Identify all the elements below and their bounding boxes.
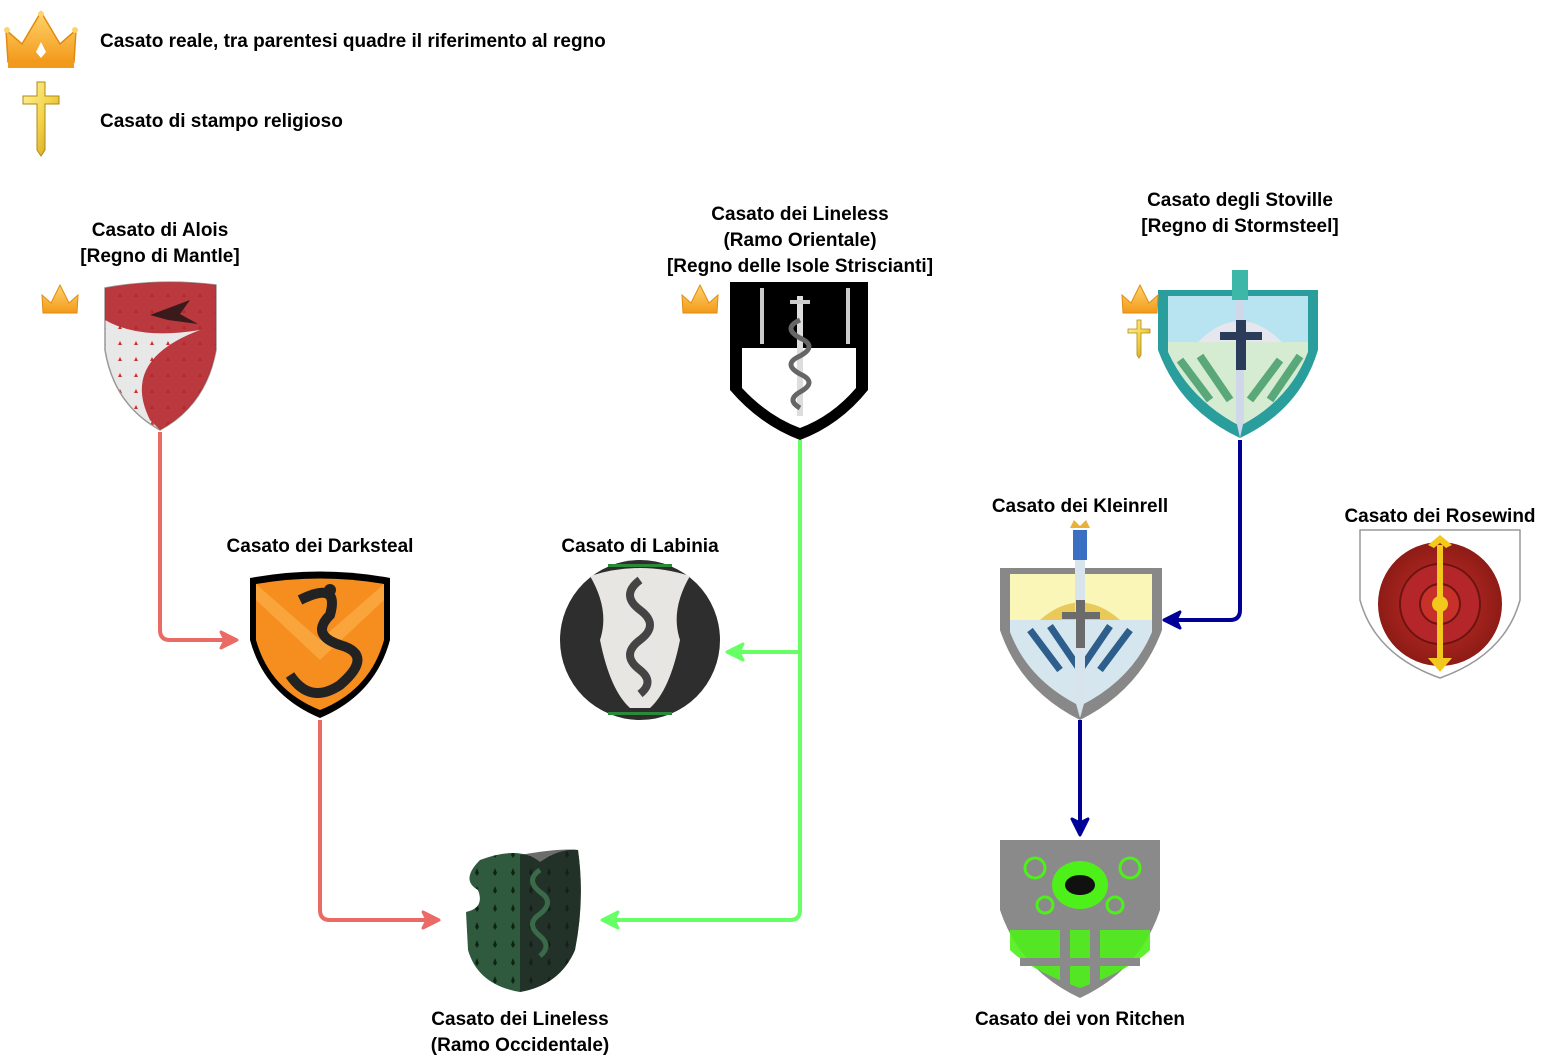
- arrowhead-lineless-west-left: [421, 910, 441, 930]
- labinia-label: Casato di Labinia: [561, 534, 718, 560]
- stoville-crown-icon: [1121, 283, 1159, 314]
- legend-religious-text: Casato di stampo religioso: [100, 111, 343, 132]
- arrowhead-kleinrell: [1162, 610, 1182, 630]
- stoville-realm: [Regno di Stormsteel]: [1141, 216, 1339, 237]
- lineless-west-shield: [466, 849, 581, 992]
- lineless-west-branch: (Ramo Occidentale): [430, 1035, 610, 1056]
- stoville-name: Casato degli Stoville: [1147, 190, 1333, 211]
- arrowhead-labinia: [725, 642, 745, 662]
- lineless-east-name: Casato dei Lineless: [711, 204, 889, 225]
- rosewind-label: Casato dei Rosewind: [1344, 504, 1535, 530]
- connector-darksteal-lineless-west: [318, 720, 427, 922]
- rosewind-name: Casato dei Rosewind: [1344, 506, 1536, 527]
- ritchen-name: Casato dei von Ritchen: [974, 1009, 1186, 1030]
- stoville-cross-icon: [1127, 319, 1151, 359]
- darksteal-shield: [250, 571, 390, 718]
- arrowhead-lineless-west-right: [600, 910, 620, 930]
- kleinrell-name: Casato dei Kleinrell: [991, 496, 1169, 517]
- arrowhead-darksteal: [219, 630, 239, 650]
- kleinrell-shield: [1000, 520, 1162, 720]
- connector-stoville-kleinrell: [1176, 440, 1242, 622]
- alois-name: Casato di Alois: [91, 220, 229, 241]
- rosewind-shield: [1359, 529, 1521, 679]
- labinia-emblem: [560, 560, 720, 720]
- connector-lineless-east: [614, 440, 802, 922]
- alois-shield: [104, 281, 217, 431]
- darksteal-name: Casato dei Darksteal: [226, 536, 414, 557]
- alois-label: Casato di Alois [Regno di Mantle]: [80, 218, 239, 270]
- stoville-label: Casato degli Stoville [Regno di Stormste…: [1141, 188, 1338, 240]
- lineless-east-branch: (Ramo Orientale): [723, 230, 877, 251]
- lineless-east-label: Casato dei Lineless (Ramo Orientale) [Re…: [667, 202, 933, 280]
- legend-cross-icon: [22, 81, 60, 157]
- kleinrell-label: Casato dei Kleinrell: [992, 494, 1168, 520]
- lineless-east-realm: [Regno delle Isole Striscianti]: [666, 256, 934, 277]
- alois-crown-icon: [41, 283, 79, 314]
- lineless-east-crown-icon: [681, 283, 719, 314]
- darksteal-label: Casato dei Darksteal: [227, 534, 414, 560]
- arrowhead-ritchen: [1070, 817, 1090, 837]
- alois-realm: [Regno di Mantle]: [80, 246, 240, 267]
- lineless-west-label: Casato dei Lineless (Ramo Occidentale): [431, 1007, 609, 1059]
- legend-crown-icon: [4, 10, 78, 68]
- stoville-shield: [1158, 270, 1318, 438]
- lineless-east-shield: [730, 282, 868, 440]
- legend-royal-text: Casato reale, tra parentesi quadre il ri…: [100, 31, 606, 52]
- ritchen-label: Casato dei von Ritchen: [975, 1007, 1185, 1033]
- lineless-west-name: Casato dei Lineless: [431, 1009, 609, 1030]
- labinia-name: Casato di Labinia: [561, 536, 719, 557]
- connector-alois-darksteal: [158, 432, 225, 642]
- ritchen-shield: [1000, 840, 1160, 998]
